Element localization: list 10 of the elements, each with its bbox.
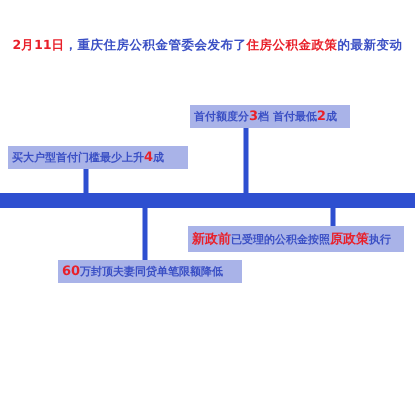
connector-line bbox=[330, 208, 336, 226]
title: 2月11日，重庆住房公积金管委会发布了住房公积金政策的最新变动 bbox=[11, 37, 404, 54]
timeline-bar bbox=[0, 193, 415, 208]
connector-line bbox=[244, 128, 248, 193]
timeline-label: 首付额度分3档 首付最低2成 bbox=[190, 105, 350, 128]
timeline-label: 买大户型首付门槛最少上升4成 bbox=[8, 146, 188, 169]
timeline-label: 新政前已受理的公积金按照原政策执行 bbox=[188, 226, 404, 252]
connector-line bbox=[142, 208, 148, 260]
connector-line bbox=[84, 169, 88, 193]
timeline-label: 60万封顶夫妻同贷单笔限额降低 bbox=[58, 260, 242, 283]
